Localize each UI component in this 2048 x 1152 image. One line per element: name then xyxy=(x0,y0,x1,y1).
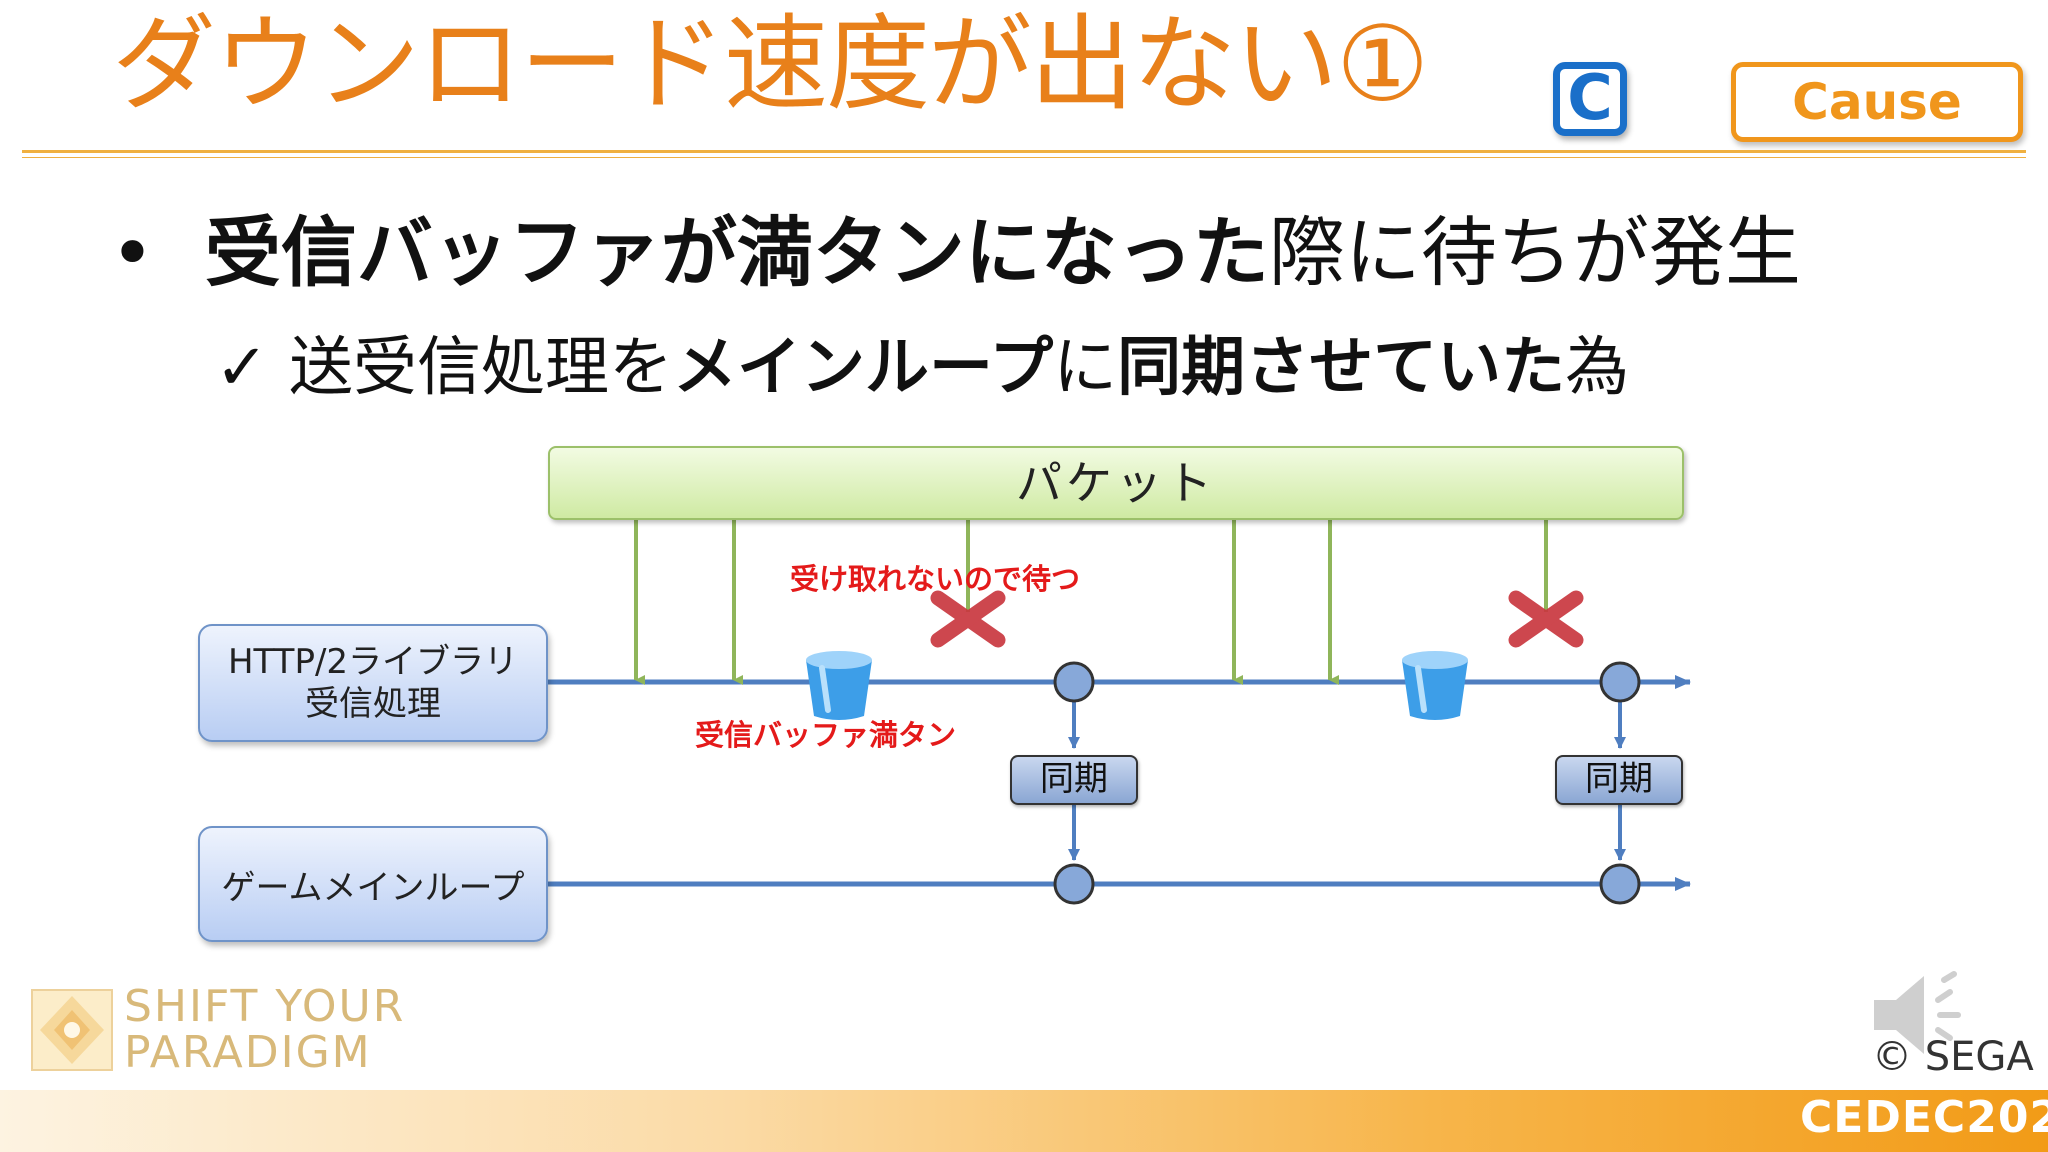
logo-line: SHIFT YOUR xyxy=(124,981,406,1032)
sub-bullet-bold-2: 同期させていた xyxy=(1117,331,1566,405)
sub-bullet-text-3: 為 xyxy=(1565,331,1630,405)
packet-box: パケット xyxy=(548,446,1684,520)
title-divider xyxy=(22,150,2026,153)
sync-node xyxy=(1053,863,1095,905)
bullet-point: • 受信バッファが満タンになった際に待ちが発生 xyxy=(110,208,1801,298)
speaker-icon[interactable] xyxy=(1866,970,1976,1060)
title-divider-thin xyxy=(22,157,2026,158)
slide-title: ダウンロード速度が出ない① xyxy=(112,3,1429,125)
sync-node xyxy=(1053,661,1095,703)
lane-label: 受信処理 xyxy=(305,684,441,724)
check-icon: ✓ xyxy=(215,331,269,405)
sync-node xyxy=(1599,863,1641,905)
bullet-bold-text: 受信バッファが満タンになった xyxy=(204,208,1269,297)
sync-box: 同期 xyxy=(1555,755,1683,805)
shift-logo-icon xyxy=(31,989,113,1071)
wait-annotation: 受け取れないので待つ xyxy=(790,562,1081,596)
logo-line: PARADIGM xyxy=(124,1027,372,1078)
category-badge: C xyxy=(1553,62,1627,136)
bucket-icon xyxy=(1402,651,1468,720)
sub-bullet-text-2: に xyxy=(1053,331,1118,405)
buffer-full-annotation: 受信バッファ満タン xyxy=(695,718,957,752)
bucket-icon xyxy=(806,651,872,720)
sub-bullet-bold-1: メインループ xyxy=(672,331,1054,405)
sub-bullet-text-1: 送受信処理を xyxy=(288,331,673,405)
sync-box: 同期 xyxy=(1010,755,1138,805)
lane-http-receive: HTTP/2ライブラリ 受信処理 xyxy=(198,624,548,742)
bullet-text: 際に待ちが発生 xyxy=(1268,208,1801,297)
lane-game-main-loop: ゲームメインループ xyxy=(198,826,548,942)
cross-icon xyxy=(930,590,1006,648)
lane-label: ゲームメインループ xyxy=(221,867,525,908)
shift-your-paradigm-logo: SHIFT YOUR PARADIGM xyxy=(124,984,405,1076)
footer-bar xyxy=(0,1090,2048,1152)
bullet-marker: • xyxy=(110,208,155,297)
cedec-logo: CEDEC2021 xyxy=(1800,1092,2048,1143)
sub-bullet-point: ✓ 送受信処理をメインループに同期させていた為 xyxy=(215,328,1629,408)
sync-node xyxy=(1599,661,1641,703)
cross-icon xyxy=(1508,590,1584,648)
copyright-text: © SEGA xyxy=(1872,1034,2034,1080)
cause-badge: Cause xyxy=(1731,62,2023,142)
lane-label: HTTP/2ライブラリ xyxy=(227,642,519,682)
